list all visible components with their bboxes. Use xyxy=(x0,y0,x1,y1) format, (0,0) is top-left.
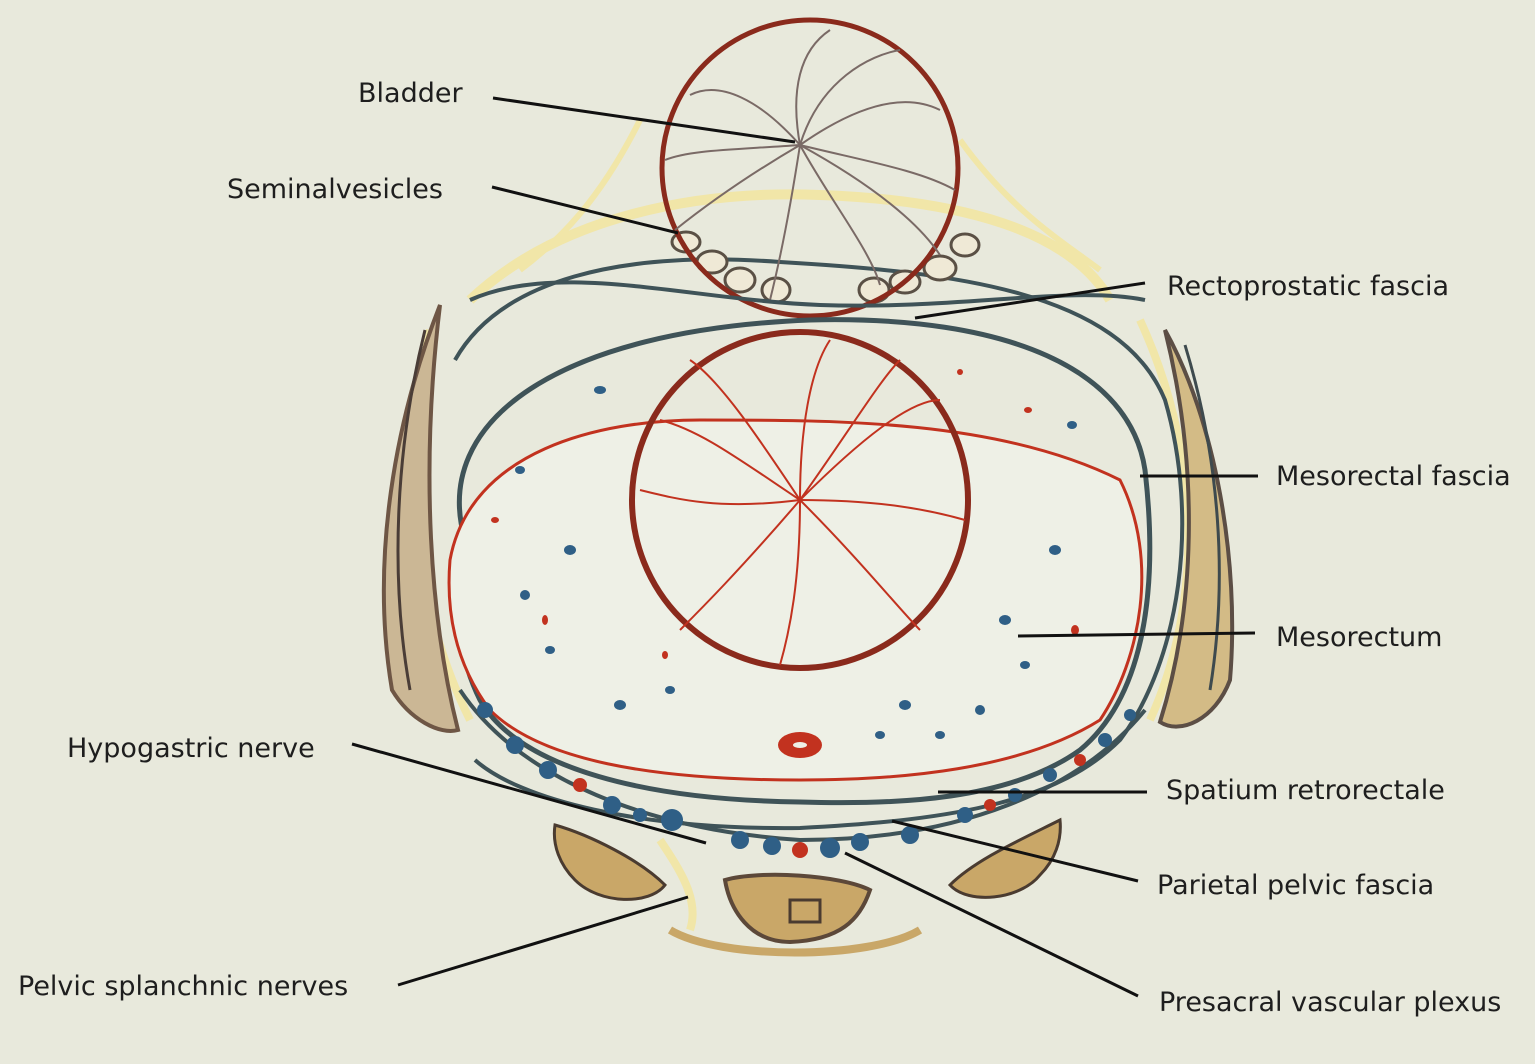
mesorectal-fascia xyxy=(456,317,1153,806)
leader-hypogastric-nerve xyxy=(351,742,707,845)
lateral-muscle-right xyxy=(1157,329,1235,729)
label-bladder: Bladder xyxy=(358,78,463,109)
seminal-vesicles xyxy=(670,230,981,304)
lateral-muscle-left xyxy=(381,304,461,733)
leader-parietal-pelvic-fascia xyxy=(891,819,1139,883)
mesorectal-vessels xyxy=(491,369,1079,758)
label-presacral-vascular-plexus: Presacral vascular plexus xyxy=(1159,987,1501,1018)
bladder xyxy=(659,17,961,319)
label-hypogastric-nerve: Hypogastric nerve xyxy=(67,733,315,764)
labels: Bladder Seminalvesicles Rectoprostatic f… xyxy=(18,78,1511,1018)
leader-presacral-vascular-plexus xyxy=(844,851,1139,998)
label-pelvic-splanchnic-nerves: Pelvic splanchnic nerves xyxy=(18,971,348,1002)
leader-bladder xyxy=(492,96,796,144)
leader-mesorectum xyxy=(1017,631,1256,638)
label-mesorectum: Mesorectum xyxy=(1276,622,1442,653)
right-bone xyxy=(947,817,1062,899)
label-parietal-pelvic-fascia: Parietal pelvic fascia xyxy=(1157,870,1434,901)
leader-pelvic-splanchnic-nerves xyxy=(397,895,689,987)
label-mesorectal-fascia: Mesorectal fascia xyxy=(1276,461,1511,492)
leader-seminal-vesicles xyxy=(491,185,679,235)
label-spatium-retrorectale: Spatium retrorectale xyxy=(1166,775,1445,806)
leader-rectoprostatic-fascia xyxy=(914,281,1146,320)
presacral-plexus xyxy=(458,688,1147,858)
sacrum xyxy=(667,872,923,957)
label-rectoprostatic-fascia: Rectoprostatic fascia xyxy=(1167,271,1449,302)
label-seminal-vesicles: Seminalvesicles xyxy=(227,174,443,205)
leader-lines xyxy=(351,96,1258,998)
left-bone xyxy=(552,823,667,901)
rectum xyxy=(629,329,971,671)
mesorectum xyxy=(447,418,1144,782)
